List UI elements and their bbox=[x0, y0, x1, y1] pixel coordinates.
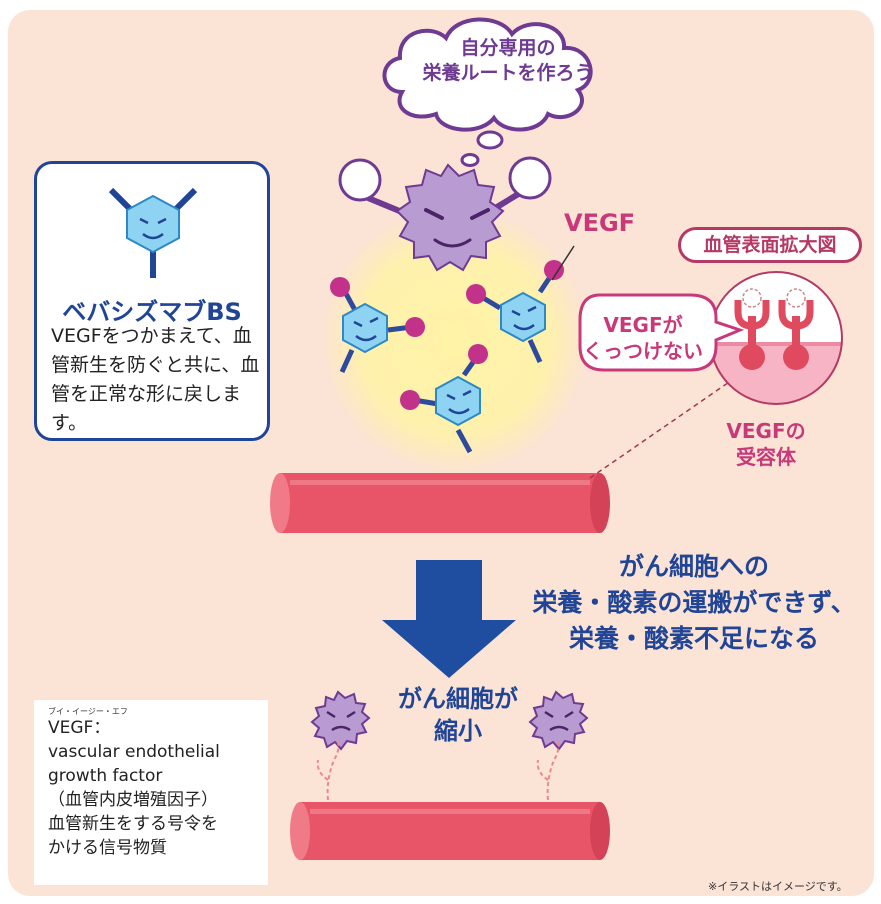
thought-line-1: 自分専用の bbox=[460, 37, 556, 59]
glossary-ruby: ブイ・イージー・エフ bbox=[48, 707, 128, 716]
glossary-term: VEGF： bbox=[48, 718, 111, 738]
result-line-1: がん細胞への bbox=[618, 552, 769, 581]
drug-description: VEGFをつかまえて、血管新生を防ぐと共に、血管を正常な形に戻します。 bbox=[51, 325, 260, 434]
down-arrow bbox=[382, 560, 516, 678]
result-line-2: 栄養・酸素の運搬ができず、 bbox=[532, 588, 856, 617]
glossary-body: VEGF： vascular endothelial growth factor… bbox=[48, 716, 268, 860]
illustration-note: ※イラストはイメージです。 bbox=[708, 880, 848, 893]
glossary-line-4: 血管新生をする号令を bbox=[48, 814, 218, 834]
receptor-caption-line-1: VEGFの bbox=[726, 419, 806, 443]
blood-vessel-lower bbox=[290, 802, 610, 860]
glossary-line-1: vascular endothelial bbox=[48, 742, 220, 762]
receptor-caption: VEGFの 受容体 bbox=[716, 418, 816, 470]
shrink-line-2: 縮小 bbox=[434, 717, 482, 745]
antibody-complex-3 bbox=[400, 344, 488, 454]
receptor-panel-title: 血管表面拡大図 bbox=[678, 227, 862, 263]
speech-line-2: くっつけない bbox=[583, 339, 703, 363]
vegf-pointer-line bbox=[551, 245, 575, 281]
speech-line-1: VEGFが bbox=[603, 313, 683, 337]
thought-bubble-text: 自分専用の 栄養ルートを作ろう bbox=[408, 36, 608, 86]
dashed-vessel-left bbox=[316, 741, 340, 801]
fist-left bbox=[338, 158, 382, 202]
glow-area bbox=[320, 205, 590, 475]
result-text: がん細胞への 栄養・酸素の運搬ができず、 栄養・酸素不足になる bbox=[514, 549, 874, 657]
shrink-text: がん細胞が 縮小 bbox=[378, 683, 538, 747]
receptor-caption-line-2: 受容体 bbox=[736, 445, 796, 469]
thought-bubble bbox=[382, 17, 593, 167]
drug-name: ベバシズマブBS bbox=[62, 298, 242, 326]
dashed-vessel-right bbox=[536, 741, 560, 801]
blood-vessel-upper bbox=[270, 473, 610, 533]
antibody-icon bbox=[108, 187, 198, 278]
speech-bubble bbox=[578, 293, 745, 372]
speech-bubble-text: VEGFが くっつけない bbox=[578, 312, 708, 364]
fist-right bbox=[508, 156, 552, 200]
glossary-line-5: かける信号物質 bbox=[48, 838, 167, 858]
antibody-complex-1 bbox=[330, 277, 425, 374]
result-line-3: 栄養・酸素不足になる bbox=[568, 624, 819, 653]
antibody-complex-2 bbox=[466, 245, 575, 364]
thought-line-2: 栄養ルートを作ろう bbox=[422, 62, 594, 84]
glossary-box: ブイ・イージー・エフ VEGF： vascular endothelial gr… bbox=[34, 700, 268, 885]
zoom-connector-line bbox=[589, 377, 736, 479]
glossary-line-3: （血管内皮増殖因子） bbox=[48, 790, 218, 810]
drug-info-box: ベバシズマブBS VEGFをつかまえて、血管新生を防ぐと共に、血管を正常な形に戻… bbox=[34, 161, 270, 441]
vegf-label: VEGF bbox=[564, 209, 636, 237]
shrink-line-1: がん細胞が bbox=[398, 685, 518, 713]
cancer-cell-small-left bbox=[310, 690, 371, 751]
cancer-cell-angry bbox=[338, 156, 552, 272]
glossary-line-2: growth factor bbox=[48, 766, 163, 786]
